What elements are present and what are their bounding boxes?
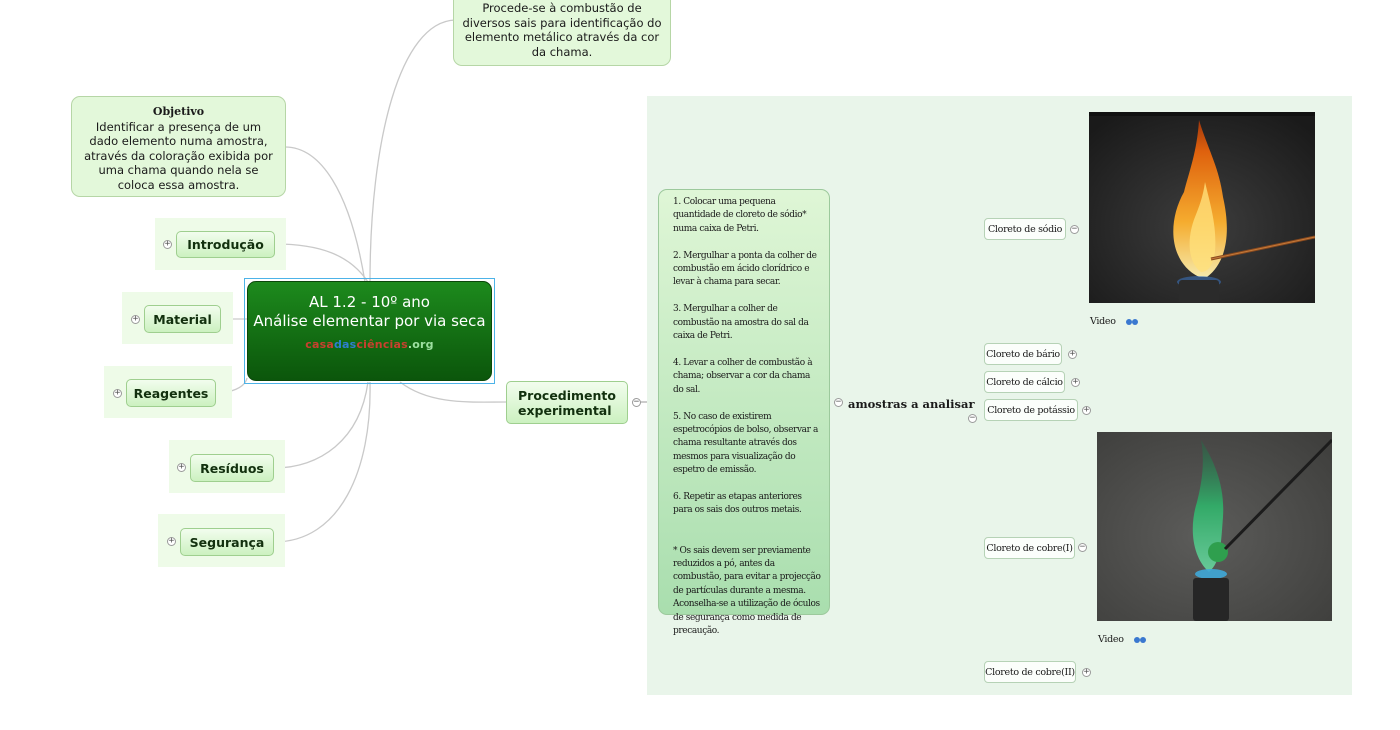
topic-residuos[interactable]: Resíduos: [190, 454, 274, 482]
plus-icon[interactable]: +: [167, 536, 176, 546]
procedure-steps-note: 1. Colocar uma pequena quantidade de clo…: [658, 189, 830, 636]
sample-label: Cloreto de cálcio: [986, 376, 1063, 388]
topic-seguranca[interactable]: Segurança: [180, 528, 274, 556]
link-icon[interactable]: [1125, 318, 1140, 325]
logo-word-1: casa: [305, 338, 334, 351]
sample-label: Cloreto de bário: [986, 348, 1060, 360]
sample-label: Cloreto de sódio: [987, 223, 1063, 235]
plus-icon[interactable]: +: [1082, 667, 1091, 677]
topic-introducao[interactable]: Introdução: [176, 231, 275, 258]
plus-icon[interactable]: +: [1071, 377, 1080, 387]
objective-text: Identificar a presença de um dado elemen…: [84, 119, 273, 192]
topic-material[interactable]: Material: [144, 305, 221, 333]
central-title-line1: AL 1.2 - 10º ano: [309, 293, 430, 311]
plus-icon[interactable]: +: [1082, 405, 1091, 415]
central-selection-frame: [244, 278, 495, 384]
central-title-line2: Análise elementar por via seca: [253, 312, 486, 330]
minus-icon[interactable]: −: [1070, 224, 1079, 234]
plus-icon[interactable]: +: [177, 462, 186, 472]
topic-label: Resíduos: [200, 460, 264, 476]
central-topic[interactable]: AL 1.2 - 10º ano Análise elementar por v…: [247, 281, 492, 381]
logo-word-3: ciências: [356, 338, 408, 351]
sample-cobre-i[interactable]: Cloreto de cobre(I): [984, 537, 1075, 559]
topic-label: Material: [153, 311, 212, 327]
topic-label: Procedimento experimental: [518, 387, 616, 418]
sodium-flame-photo: [1089, 112, 1315, 303]
objective-callout: Objetivo Identificar a presença de um da…: [71, 96, 286, 197]
minus-icon[interactable]: −: [834, 397, 843, 407]
video-label: Video: [1098, 634, 1124, 645]
topic-procedimento[interactable]: Procedimento experimental: [506, 381, 628, 424]
sample-cobre-ii[interactable]: Cloreto de cobre(II): [984, 661, 1076, 683]
logo-word-2: das: [333, 338, 357, 351]
topic-label: Introdução: [187, 237, 264, 252]
sample-bario[interactable]: Cloreto de bário: [984, 343, 1062, 365]
sample-label: Cloreto de cobre(II): [985, 666, 1075, 678]
minus-icon[interactable]: −: [632, 397, 641, 407]
copper-flame-photo: [1097, 432, 1332, 621]
minus-icon[interactable]: −: [968, 413, 977, 423]
video-link-sodio[interactable]: Video: [1090, 316, 1140, 327]
sample-sodio[interactable]: Cloreto de sódio: [984, 218, 1066, 240]
video-label: Video: [1090, 316, 1116, 327]
topic-label: Segurança: [189, 534, 265, 550]
plus-icon[interactable]: +: [113, 388, 122, 398]
topic-reagentes[interactable]: Reagentes: [126, 379, 216, 407]
logo-word-4: .org: [407, 338, 434, 351]
sample-label: Cloreto de cobre(I): [986, 542, 1073, 554]
minus-icon[interactable]: −: [1078, 542, 1087, 552]
objective-title: Objetivo: [152, 105, 205, 118]
plus-icon[interactable]: +: [131, 314, 140, 324]
description-callout: Procede-se à combustão de diversos sais …: [453, 0, 671, 66]
samples-label: amostras a analisar: [848, 397, 975, 411]
sample-potassio[interactable]: Cloreto de potássio: [984, 399, 1078, 421]
description-text: Procede-se à combustão de diversos sais …: [462, 1, 662, 59]
plus-icon[interactable]: +: [1068, 349, 1077, 359]
plus-icon[interactable]: +: [163, 239, 172, 249]
casa-das-ciencias-logo: casadasciências.org: [248, 335, 491, 354]
link-icon[interactable]: [1133, 636, 1148, 643]
video-link-cobre-i[interactable]: Video: [1098, 634, 1148, 645]
sample-calcio[interactable]: Cloreto de cálcio: [984, 371, 1065, 393]
topic-label: Reagentes: [133, 385, 209, 401]
sample-label: Cloreto de potássio: [987, 404, 1075, 416]
